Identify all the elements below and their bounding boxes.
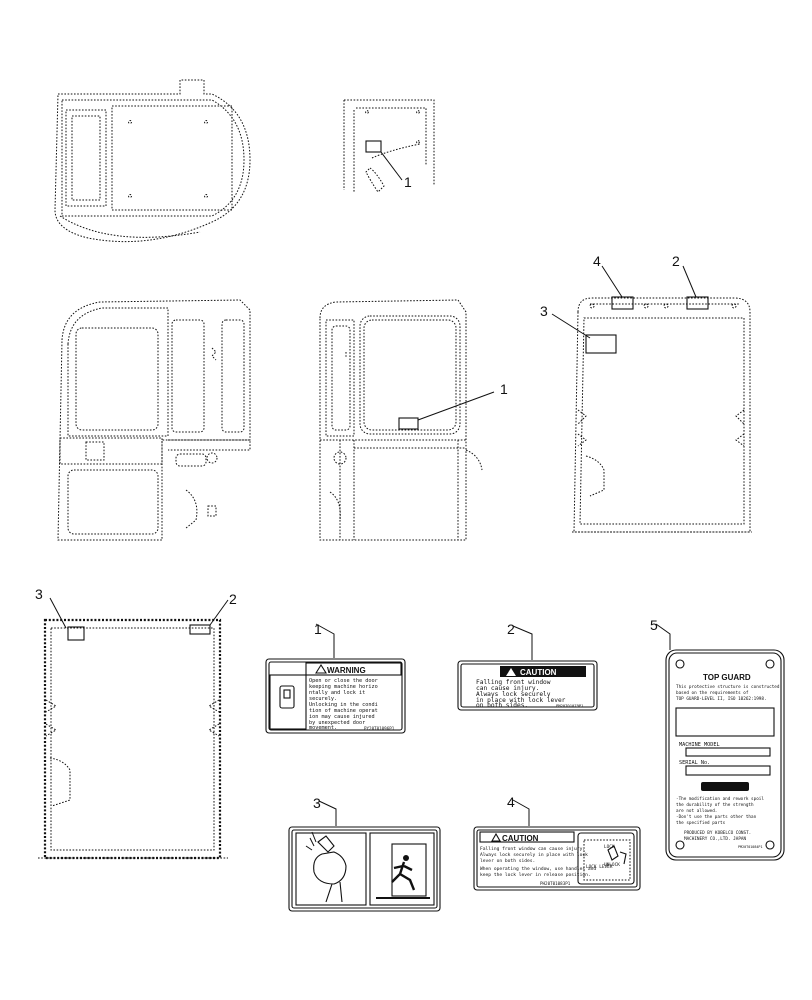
warning-line: securely. (309, 696, 337, 702)
caution-lock-line: Falling front window can cause injury. (480, 846, 585, 852)
decal-3-emergency-exit: 3 (288, 795, 441, 912)
callout-d2: 2 (507, 621, 515, 637)
decal-2-caution: 2 CAUTION Falling front window can cause… (457, 621, 598, 711)
callout-d1: 1 (314, 621, 322, 637)
warning-title: WARNING (327, 666, 366, 675)
caution-line: Always lock securely (476, 691, 551, 698)
decal-location-1 (398, 417, 419, 430)
warning-line: movement. (309, 725, 337, 731)
decal-location-2 (686, 296, 709, 310)
top-guard-line: This protective structure is constructed (676, 684, 780, 690)
callout-3: 3 (35, 586, 43, 602)
warning-line: ion may cause injured (309, 714, 375, 720)
decal-1-warning: 1 WARNING Open or close the door keeping… (265, 621, 406, 734)
callout-d5: 5 (650, 617, 658, 633)
top-guard-footer: PRODUCED BY KOBELCO CONST. (684, 830, 751, 836)
front-window-inner-view: 3 2 (35, 586, 237, 860)
top-guard-note: the specified parts (676, 820, 726, 826)
top-guard-note: the durability of the strength (676, 802, 754, 808)
front-window-frame-view: 4 2 3 (540, 253, 752, 533)
caution-lock-line: lever on both sides. (480, 858, 535, 864)
warning-code: PY20T01096P1 (364, 726, 395, 731)
caution-lock-line: keep the lock lever in release position. (480, 872, 591, 878)
top-guard-line: TOP GUARD-LEVEL II, ISO 10262:1998. (676, 696, 767, 702)
cab-top-view (54, 79, 251, 243)
top-guard-note: -The modification and rework spoil (676, 796, 764, 802)
top-guard-footer: MACHINERY CO.,LTD. JAPAN (684, 836, 746, 842)
callout-4: 4 (593, 253, 601, 269)
callout-d3: 3 (313, 795, 321, 811)
decal-location-3 (585, 334, 617, 354)
callout-1: 1 (500, 381, 508, 397)
decal-4-caution-lock: 4 CAUTION Falling front window can cause… (473, 794, 641, 891)
lock-label: LOCK (604, 844, 615, 850)
callout-d4: 4 (507, 794, 515, 810)
decal-5-top-guard-plate: 5 TOP GUARD This protective structure is… (650, 617, 785, 861)
caution-code: PM20T01079P1 (556, 703, 584, 708)
serial-label: SERIAL No. (679, 760, 710, 766)
top-guard-title: TOP GUARD (703, 673, 751, 682)
cab-side-view-right: 1 (319, 299, 508, 541)
decal-location-3 (67, 626, 85, 641)
caution-line: can cause injury. (476, 685, 539, 692)
top-guard-note: are not allowed. (676, 808, 717, 814)
caution-lock-line: When operating the window, use handles a… (480, 866, 596, 872)
cab-detail-view: 1 (343, 99, 435, 193)
top-guard-line: based on the requirements of (676, 690, 749, 696)
decal-location-4 (611, 296, 634, 310)
warning-line: tion of machine operat (309, 708, 378, 714)
top-guard-code: PM20T01084P1 (738, 845, 763, 849)
callout-2: 2 (229, 591, 237, 607)
warning-line: by unexpected door (309, 720, 365, 726)
caution-line: in place with lock lever (476, 697, 566, 704)
warning-line: Open or close the door (309, 678, 378, 684)
lock-lever-label: LOCK LEVER (586, 864, 613, 870)
caution-lock-line: Always lock securely in place with lock (480, 852, 588, 858)
caution-title: CAUTION (520, 668, 557, 677)
warning-line: Unlocking in the condi (309, 702, 378, 708)
caution-line: Falling front window (476, 679, 551, 686)
callout-2: 2 (672, 253, 680, 269)
caution-line: on both sides. (476, 702, 528, 709)
cab-side-view-left (57, 299, 251, 541)
machine-model-label: MACHINE MODEL (679, 742, 720, 748)
top-guard-note: -Don't use the parts other than (676, 814, 757, 820)
warning-line: ntally and lock it (309, 690, 365, 696)
callout-3: 3 (540, 303, 548, 319)
decal-location-2 (189, 624, 211, 635)
caution-lock-title: CAUTION (502, 834, 539, 843)
caution-lock-code: PH20T01083P1 (540, 881, 571, 886)
warning-line: keeping machine horizo (309, 684, 378, 690)
callout-1: 1 (404, 174, 412, 190)
unlock-label: UNLOCK (604, 862, 620, 868)
decal-location-1 (365, 140, 382, 153)
